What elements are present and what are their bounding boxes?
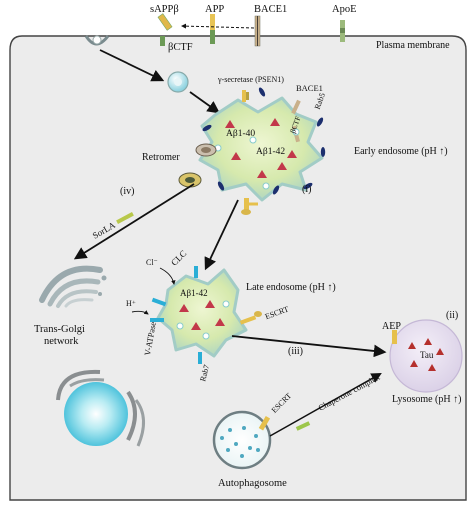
intraluminal-vesicle	[202, 332, 210, 340]
abeta40-label: Aβ1-40	[226, 129, 255, 139]
rab5-marker	[217, 181, 225, 191]
tau-triangle	[408, 342, 416, 349]
gamma-secretase-icon	[242, 90, 249, 102]
apoe-icon	[340, 20, 345, 42]
escrt-early-icon	[241, 198, 258, 215]
tgn-label-1: Trans-Golgi	[34, 324, 85, 335]
escrt-late-icon	[239, 311, 262, 325]
chaperone-complex-icon	[295, 421, 311, 431]
app-receptor-icon	[210, 14, 215, 44]
abeta-triangle	[287, 150, 297, 158]
rab5-marker	[320, 147, 326, 157]
sappb-label: sAPPβ	[150, 4, 179, 15]
intraluminal-vesicle	[222, 300, 230, 308]
gamma-secretase-label: γ-secretase (PSEN1)	[217, 75, 284, 84]
vatpase-marker	[150, 318, 164, 322]
bace1-receptor-icon	[254, 15, 261, 47]
nucleus-icon	[56, 369, 145, 447]
rab7-label: Rab7	[198, 364, 211, 383]
autophagy-arrow	[269, 372, 382, 437]
rab5-marker	[272, 185, 280, 195]
cleavage-arrow	[181, 23, 255, 29]
tau-label: Tau	[420, 350, 434, 360]
aep-label: AEP	[382, 321, 401, 332]
abeta-triangle	[215, 318, 225, 326]
early-endosome	[198, 87, 326, 202]
abeta-triangle	[179, 304, 189, 312]
late-to-lysosome-arrow	[231, 335, 387, 358]
abeta-triangle	[205, 300, 215, 308]
abeta-triangle	[257, 170, 267, 178]
app-label: APP	[205, 4, 224, 15]
intraluminal-vesicle	[249, 136, 257, 144]
tau-triangle	[428, 364, 436, 371]
intraluminal-vesicle	[292, 128, 300, 136]
rab5-marker	[202, 124, 212, 132]
escrt-auto-icon	[258, 415, 271, 431]
ion-flow-arrow	[131, 310, 149, 315]
intraluminal-vesicle	[262, 182, 270, 190]
abeta-triangle	[191, 322, 201, 330]
abeta-triangle	[270, 118, 280, 126]
rab5-marker	[316, 117, 324, 127]
plasma-membrane-label: Plasma membrane	[376, 40, 450, 51]
abeta-triangle	[231, 152, 241, 160]
tau-triangle	[424, 338, 432, 345]
marker-i: (i)	[302, 184, 311, 195]
autophagosome	[212, 410, 272, 470]
autophagosome-label: Autophagosome	[218, 478, 287, 489]
abeta-triangle	[225, 120, 235, 128]
sorla-icon	[116, 212, 134, 224]
bctf-label: βCTF	[168, 42, 193, 53]
cell-membrane	[9, 35, 467, 501]
late-endosome-label: Late endosome (pH ↑)	[246, 282, 336, 293]
endocytosis-arrow	[99, 49, 165, 82]
retromer-label: Retromer	[142, 152, 180, 163]
clc-marker	[194, 266, 198, 278]
intraluminal-vesicle	[176, 322, 184, 330]
bace1-label-endo: BACE1	[296, 83, 323, 93]
retrograde-arrow	[73, 183, 195, 260]
vatpase-marker	[151, 297, 167, 307]
abeta42-early-label: Aβ1-42	[256, 147, 285, 157]
rab5-marker	[258, 87, 266, 97]
sappb-fragment-icon	[157, 13, 173, 31]
rab5-marker	[303, 182, 313, 190]
bctf-fragment-icon	[160, 36, 165, 46]
retromer-icon	[178, 143, 217, 188]
early-endosome-label: Early endosome (pH ↑)	[354, 146, 448, 157]
marker-iv: (iv)	[120, 186, 134, 197]
lysosome-label: Lysosome (pH ↑)	[392, 394, 461, 405]
abeta42-late-label: Aβ1-42	[180, 288, 208, 298]
ion-flow-arrow	[159, 267, 176, 285]
vesicle-to-early-arrow	[189, 91, 221, 114]
lysosome	[389, 319, 463, 393]
tgn-label-2: network	[44, 336, 79, 347]
hplus-label: H⁺	[126, 299, 136, 308]
aep-icon	[392, 330, 397, 344]
golgi-icon	[39, 265, 107, 308]
marker-ii: (ii)	[446, 310, 458, 321]
tau-triangle	[410, 360, 418, 367]
maturation-arrow	[204, 199, 239, 271]
tau-triangle	[436, 348, 444, 355]
apoe-label: ApoE	[332, 4, 357, 15]
cl-label: Cl⁻	[146, 258, 158, 267]
early-vesicle-icon	[167, 71, 189, 93]
marker-iii: (iii)	[288, 346, 303, 357]
bace1-label-top: BACE1	[254, 4, 287, 15]
endocytic-pit-icon	[84, 35, 110, 46]
rab7-marker	[198, 352, 202, 364]
late-endosome	[150, 266, 248, 364]
abeta-triangle	[277, 162, 287, 170]
